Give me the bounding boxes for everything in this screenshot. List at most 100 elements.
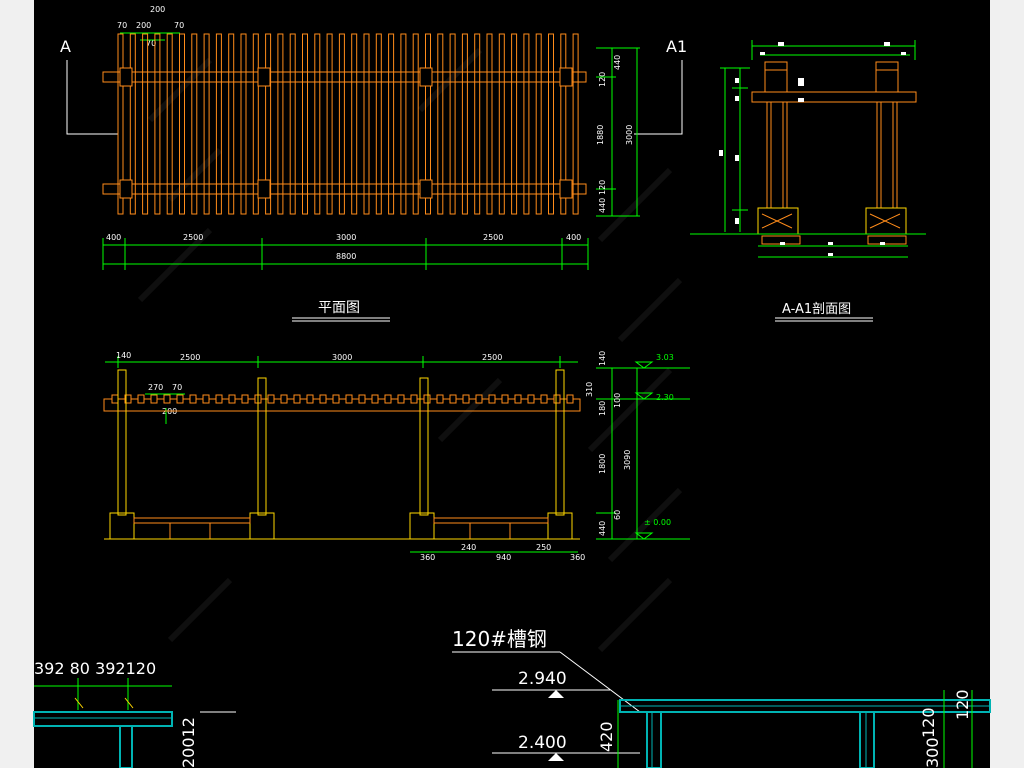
plan-right-total: 3000 [625,125,634,145]
plan-top-dim-left: 70 [117,21,127,30]
elev-right-dim-3: 180 [598,401,607,416]
plan-rafter [277,33,284,215]
detail-left-top-dims: 392 80 392120 [34,659,156,678]
elevation-rafter-end [228,394,236,404]
elevation-rafter-end [384,394,392,404]
plan-rafter [289,33,296,215]
elev-bottom-dim-3: 940 [496,553,511,562]
plan-rafter [314,33,321,215]
plan-rafter [498,33,505,215]
level-303: 3.03 [656,353,674,362]
plan-post-cap [419,67,433,87]
level-230: 2.30 [656,393,674,402]
elevation-rafter-end [514,394,522,404]
plan-bottom-dim-5: 400 [566,233,581,242]
plan-rafter [142,33,149,215]
detail-right-dim-120a: 120 [919,707,938,738]
channel-steel-label: 120#槽钢 [452,627,547,651]
plan-right-dim-5: 440 [598,198,607,213]
detail-right-dim-120b: 120 [953,689,972,720]
elevation-rafter-end [150,394,158,404]
detail-left-side-dims: 20012 [179,717,198,768]
plan-rafter [215,33,222,215]
plan-post-cap [257,179,271,199]
detail-right-dim-420: 420 [597,721,616,752]
plan-top-dim-middle: 200 [136,21,151,30]
plan-rafter [523,33,530,215]
elevation-rafter-end [215,394,223,404]
elev-right-dim-7: 440 [598,521,607,536]
elev-right-dim-2: 310 [585,382,594,397]
plan-bottom-dim-4: 2500 [483,233,503,242]
elevation-rafter-end [137,394,145,404]
elevation-rafter-end [306,394,314,404]
elevation-rafter-end [124,394,132,404]
detail-left: 392 80 392120 20012 [33,659,236,768]
level-2400: 2.400 [518,733,567,753]
elevation-view: 140 2500 3000 2500 270 70 200 [103,351,690,562]
plan-rafter [548,33,554,215]
elev-top-dim-1: 140 [116,351,131,360]
elevation-rafter-end [189,394,197,404]
plan-rafter [461,33,468,215]
level-000: ± 0.00 [644,518,671,527]
elev-bottom-dim-4: 250 [536,543,551,552]
plan-rafter [375,33,382,215]
plan-rafter [400,33,407,215]
elev-rafter-spacing: 270 [148,383,163,392]
plan-rafter [351,33,358,215]
plan-post-cap [419,179,433,199]
section-mark-a1: A1 [666,37,687,56]
plan-bottom-dim-2: 2500 [183,233,203,242]
elevation-rafter-end [267,394,275,404]
elev-bottom-dim-1: 360 [420,553,435,562]
plan-rafter [129,33,136,215]
elevation-rafter-end [202,394,210,404]
plan-posts [119,67,573,199]
plan-bottom-dim-3: 3000 [336,233,356,242]
plan-rafter [203,33,210,215]
elev-right-dim-4: 100 [613,393,622,408]
elevation-rafter-end [280,394,288,404]
plan-bottom-total: 8800 [336,252,356,261]
detail-right: 120#槽钢 2.940 2.400 420 120 300 120 [452,627,991,768]
elevation-rafter-end [176,394,184,404]
plan-rafter [572,33,579,215]
level-2940: 2.940 [518,669,567,689]
plan-top-dim-total: 200 [150,5,165,14]
elev-right-dim-8: 60 [613,510,622,520]
elevation-rafter-end [410,394,418,404]
plan-rafter [252,33,259,215]
elevation-rafter-end [319,394,327,404]
plan-right-dim-2: 120 [598,72,607,87]
elevation-rafter-end [332,394,340,404]
elev-right-dim-5: 1800 [598,454,607,474]
plan-rafter [412,33,419,215]
plan-rafters [117,33,579,215]
elevation-rafter-end [345,394,353,404]
elevation-rafter-end [423,394,431,404]
plan-rafter [338,33,345,215]
plan-rafter [486,33,493,215]
plan-rafter [265,33,272,215]
elev-rafter-width: 70 [172,383,182,392]
plan-right-dim-4: 120 [598,180,607,195]
plan-rafter [117,33,124,215]
elevation-rafter-end [436,394,444,404]
elevation-rafter-end [462,394,470,404]
plan-rafter [425,33,431,215]
plan-rafter [240,33,247,215]
section-title: A-A1剖面图 [782,302,851,317]
elevation-rafter-end [111,394,119,404]
plan-rafter [154,33,161,215]
elevation-rafter-end [501,394,509,404]
plan-title: 平面图 [318,300,360,316]
elevation-rafter-end [527,394,535,404]
plan-right-dim-3: 1880 [596,125,605,145]
plan-rafter [302,33,308,215]
plan-rafter [474,33,481,215]
section-view: A-A1剖面图 [690,40,926,322]
elev-right-dim-1: 140 [598,351,607,366]
elev-top-dim-2: 2500 [180,353,200,362]
plan-rafter [191,33,198,215]
